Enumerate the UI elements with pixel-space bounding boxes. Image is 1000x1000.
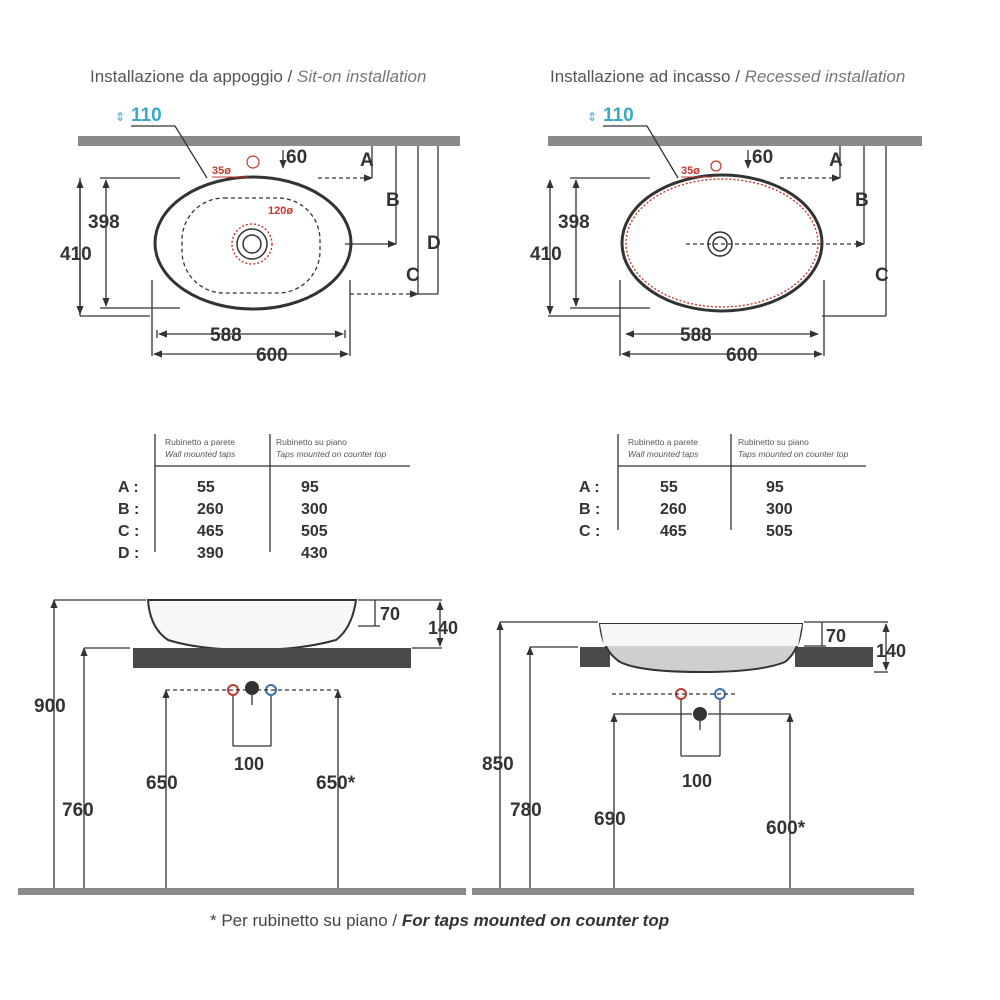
tap-hole-label: 35ø [212, 165, 231, 177]
row-wall-value: 390 [197, 545, 224, 562]
dim-60: 60 [752, 147, 773, 168]
letter-c: C [406, 265, 420, 286]
dim-760: 760 [62, 800, 94, 821]
dim-140: 140 [876, 641, 906, 661]
col-wall-header: Rubinetto a parete [628, 437, 698, 447]
tap-hole-icon [246, 155, 260, 169]
dim-600-star: 600* [766, 818, 806, 839]
dim-70: 70 [826, 626, 846, 646]
dim-588: 588 [680, 325, 712, 346]
dim-650: 650 [146, 773, 178, 794]
row-wall-value: 55 [660, 479, 678, 496]
row-counter-value: 300 [301, 501, 328, 518]
dim-398: 398 [88, 212, 120, 233]
depth-label: 110 [131, 105, 162, 126]
row-wall-value: 465 [197, 523, 224, 540]
waste-pipe-icon [245, 681, 259, 695]
col-wall-header-en: Wall mounted taps [628, 449, 699, 459]
drain-outer [236, 228, 268, 260]
row-counter-value: 95 [301, 479, 319, 496]
dim-60: 60 [286, 147, 307, 168]
waste-pipe-icon [693, 707, 707, 721]
row-label: A : [579, 479, 600, 496]
drain-label: 120ø [268, 205, 293, 217]
row-wall-value: 55 [197, 479, 215, 496]
row-counter-value: 505 [301, 523, 328, 540]
row-counter-value: 430 [301, 545, 328, 562]
dim-650-star: 650* [316, 773, 356, 794]
col-wall-header: Rubinetto a parete [165, 437, 235, 447]
col-counter-header-en: Taps mounted on counter top [738, 449, 849, 459]
dim-70: 70 [380, 604, 400, 624]
counter-top-bar [548, 136, 922, 146]
row-label: D : [118, 545, 139, 562]
counter-slab [133, 648, 411, 668]
depth-arrow-icon: ⇕ [587, 110, 597, 124]
dim-690: 690 [594, 809, 626, 830]
right-top-view: ⇕ 110 35ø 60 A B C 398 410 588 60 [530, 105, 922, 366]
dim-900: 900 [34, 696, 66, 717]
basin-inner-dashed [181, 197, 321, 294]
row-wall-value: 260 [197, 501, 224, 518]
cutout-red-dashed [625, 178, 819, 308]
col-wall-header-en: Wall mounted taps [165, 449, 236, 459]
tap-hole-label: 35ø [681, 165, 700, 177]
left-dimension-table: Rubinetto a parete Wall mounted taps Rub… [118, 434, 410, 562]
drain-inner [712, 236, 728, 252]
drain-red-circle [231, 223, 273, 265]
basin-outline [620, 173, 824, 313]
depth-label: 110 [603, 105, 634, 126]
col-counter-header: Rubinetto su piano [276, 437, 347, 447]
footnote: * Per rubinetto su piano / For taps moun… [210, 911, 669, 930]
dim-588: 588 [210, 325, 242, 346]
row-counter-value: 300 [766, 501, 793, 518]
letter-b: B [855, 190, 869, 211]
dim-140: 140 [428, 618, 458, 638]
dim-100: 100 [234, 754, 264, 774]
letter-b: B [386, 190, 400, 211]
dim-600: 600 [256, 345, 288, 366]
dim-410: 410 [530, 244, 562, 265]
left-view-title: Installazione da appoggio / Sit-on insta… [90, 67, 426, 86]
dim-100: 100 [682, 771, 712, 791]
row-label: C : [118, 523, 139, 540]
right-view-title: Installazione ad incasso / Recessed inst… [550, 67, 905, 86]
letter-a: A [829, 150, 843, 171]
row-label: B : [579, 501, 600, 518]
row-counter-value: 95 [766, 479, 784, 496]
letter-d: D [427, 233, 441, 254]
floor-line [18, 888, 466, 895]
col-counter-header: Rubinetto su piano [738, 437, 809, 447]
col-counter-header-en: Taps mounted on counter top [276, 449, 387, 459]
row-counter-value: 505 [766, 523, 793, 540]
left-side-view: 900 760 70 140 100 650 650* [18, 599, 466, 895]
basin-outline [153, 175, 353, 311]
right-side-view: 850 780 70 140 100 690 600* [472, 621, 914, 895]
basin-side-profile [146, 599, 358, 652]
row-label: B : [118, 501, 139, 518]
tap-hole-icon [710, 160, 722, 172]
row-label: C : [579, 523, 600, 540]
letter-c: C [875, 265, 889, 286]
counter-slab-left [580, 647, 610, 667]
counter-top-bar [78, 136, 460, 146]
drain-inner [242, 234, 262, 254]
row-wall-value: 260 [660, 501, 687, 518]
dim-850: 850 [482, 754, 514, 775]
letter-a: A [360, 150, 374, 171]
dim-398: 398 [558, 212, 590, 233]
floor-line [472, 888, 914, 895]
depth-arrow-icon: ⇕ [115, 110, 125, 124]
left-top-view: ⇕ 110 35ø 120ø 60 A B C D [60, 105, 460, 366]
counter-slab-right [795, 647, 873, 667]
right-dimension-table: Rubinetto a parete Wall mounted taps Rub… [579, 434, 866, 540]
dim-600: 600 [726, 345, 758, 366]
row-wall-value: 465 [660, 523, 687, 540]
dim-410: 410 [60, 244, 92, 265]
dim-780: 780 [510, 800, 542, 821]
row-label: A : [118, 479, 139, 496]
